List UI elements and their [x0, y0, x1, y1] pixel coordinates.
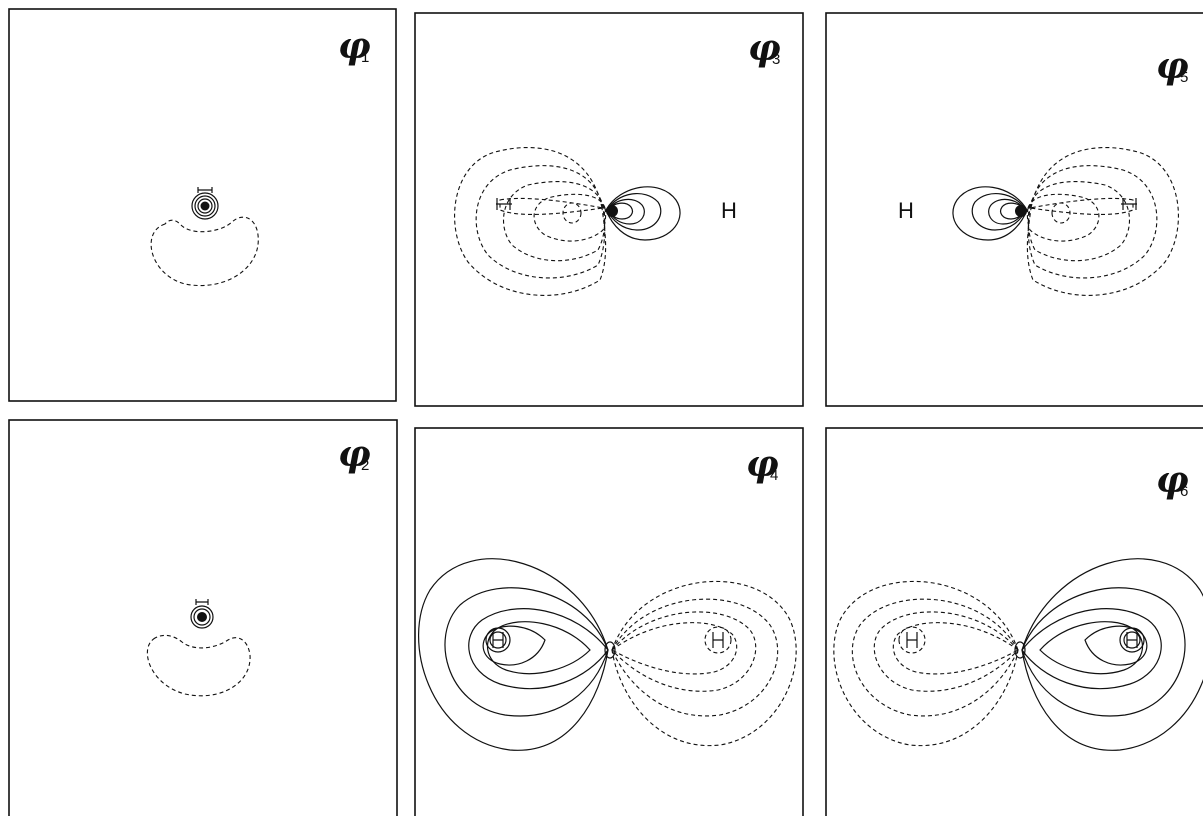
panel-phi3-subscript: 3: [772, 51, 780, 68]
contour-set: [150, 187, 259, 286]
panel-phi6-symbol: φ: [1156, 459, 1189, 501]
hydrogen-marker: [1121, 198, 1137, 210]
core-contour: [191, 192, 219, 220]
panel-phi4: φ 4: [414, 427, 804, 816]
positive-contour: [1084, 625, 1148, 666]
panel-frame: [8, 8, 397, 402]
core-contour: [194, 195, 216, 217]
contour-set: [417, 558, 797, 751]
panel-phi2-subscript: 2: [361, 457, 369, 474]
negative-contour: [611, 580, 797, 747]
panel-phi3: φ 3 H: [414, 12, 804, 407]
panel-frame: [414, 12, 804, 407]
atom-circle: [898, 626, 926, 654]
negative-contour: [1027, 181, 1131, 262]
central-node: [604, 641, 616, 659]
core-contour: [197, 198, 213, 214]
positive-contour: [971, 193, 1027, 231]
hydrogen-marker: [197, 187, 213, 193]
nucleus-dot: [200, 201, 210, 211]
hydrogen-label: H: [898, 198, 914, 223]
positive-contour: [444, 587, 609, 717]
positive-contour: [1039, 621, 1144, 675]
panel-phi5-symbol: φ: [1156, 45, 1189, 87]
positive-contour: [417, 558, 609, 751]
negative-contour: [873, 611, 1019, 692]
negative-contour: [502, 181, 606, 262]
negative-contour: [475, 165, 606, 279]
negative-contour: [454, 146, 607, 296]
atom-circle: [1123, 631, 1141, 649]
negative-contour: [851, 598, 1019, 717]
atom-circle: [704, 626, 732, 654]
negative-contour: [833, 580, 1019, 747]
negative-contour: [610, 622, 738, 675]
negative-contour: [892, 622, 1020, 675]
hydrogen-marker: [712, 632, 724, 648]
panel-phi5-subscript: 5: [1180, 69, 1188, 86]
nucleus-dot: [606, 205, 618, 217]
hydrogen-marker: [492, 632, 504, 648]
positive-contour: [468, 608, 609, 690]
contour-set: [952, 146, 1179, 296]
contour-set: [146, 599, 251, 697]
negative-contour: [1026, 193, 1100, 242]
hydrogen-marker: [496, 198, 512, 210]
panel-phi2-symbol: φ: [338, 433, 371, 475]
positive-contour: [606, 193, 662, 231]
panel-phi3-symbol: φ: [748, 27, 781, 69]
negative-contour: [1026, 146, 1179, 296]
negative-contour: [1029, 197, 1134, 215]
hydrogen-marker: [1126, 632, 1138, 648]
panel-phi1: φ 1: [8, 8, 397, 402]
panel-phi5: φ 5 H: [825, 12, 1203, 407]
positive-contour: [482, 625, 546, 666]
negative-contour: [499, 197, 604, 215]
panel-phi4-subscript: 4: [770, 467, 778, 484]
atom-circle: [1119, 627, 1145, 653]
positive-contour: [952, 186, 1028, 241]
positive-contour: [486, 621, 591, 675]
positive-contour: [607, 198, 645, 225]
panel-frame: [825, 12, 1203, 407]
positive-contour: [1021, 558, 1203, 751]
nucleus-dot: [197, 612, 207, 622]
panel-phi6: φ 6: [825, 427, 1203, 816]
panel-phi6-subscript: 6: [1180, 483, 1188, 500]
negative-contour: [1051, 202, 1071, 224]
hydrogen-marker: [906, 632, 918, 648]
positive-contour: [605, 186, 681, 241]
negative-contour: [611, 611, 757, 692]
hydrogen-label: H: [721, 198, 737, 223]
panel-frame: [8, 419, 398, 816]
atom-circle: [489, 631, 507, 649]
contour-set: [454, 146, 681, 296]
positive-contour: [988, 198, 1026, 225]
positive-contour: [1021, 587, 1186, 717]
panel-phi2: φ 2: [8, 419, 398, 816]
negative-lobe: [146, 634, 251, 697]
contour-set: [833, 558, 1203, 751]
core-contour: [193, 608, 211, 626]
central-node: [1014, 641, 1026, 659]
panel-frame: [414, 427, 804, 816]
panel-phi1-subscript: 1: [361, 49, 369, 66]
panel-phi4-symbol: φ: [746, 443, 779, 485]
nucleus-dot: [1015, 205, 1027, 217]
positive-contour: [1021, 608, 1162, 690]
core-contour: [190, 605, 214, 629]
negative-contour: [562, 202, 582, 224]
hydrogen-marker: [195, 599, 209, 605]
negative-contour: [1027, 165, 1158, 279]
negative-lobe: [150, 216, 259, 286]
negative-contour: [533, 193, 607, 242]
panel-frame: [825, 427, 1203, 816]
atom-circle: [485, 627, 511, 653]
negative-contour: [611, 598, 779, 717]
panel-phi1-symbol: φ: [338, 25, 371, 67]
